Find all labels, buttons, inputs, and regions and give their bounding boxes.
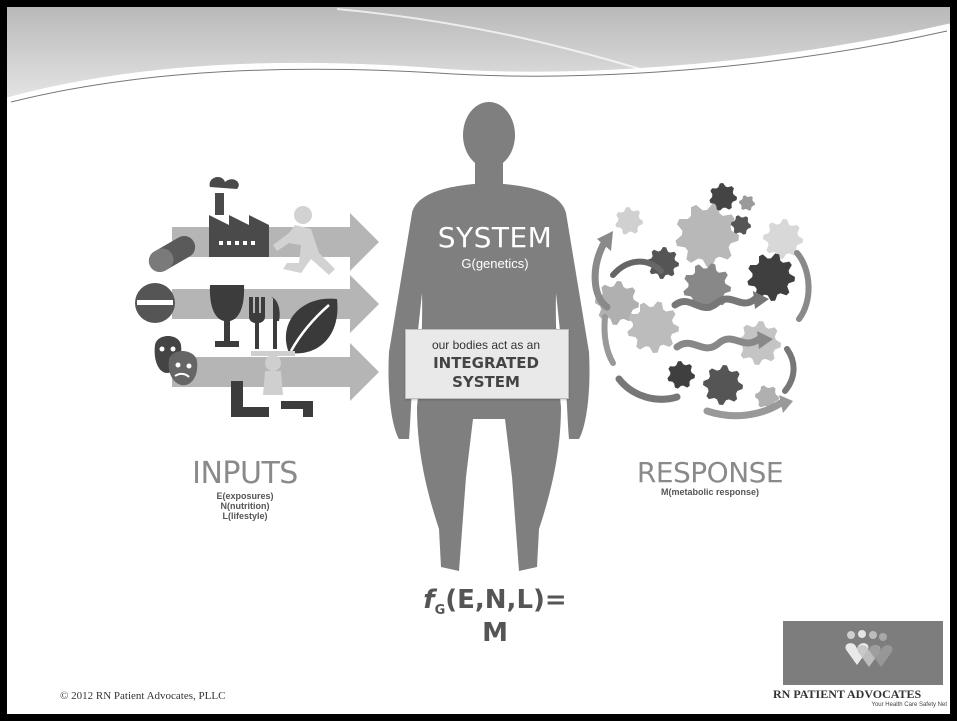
arrow-head-icon <box>757 331 773 349</box>
formula: fG(E,N,L)= M <box>415 585 575 648</box>
slide: SYSTEM G(genetics) our bodies act as an … <box>7 7 950 714</box>
copyright-text: © 2012 RN Patient Advocates, PLLC <box>60 690 226 702</box>
runner-icon <box>273 206 335 275</box>
arrow-head-icon <box>597 231 613 251</box>
weightlifter-icon <box>231 351 313 417</box>
gear-icon <box>755 385 779 409</box>
gear-icon <box>615 207 643 235</box>
gear-icon <box>595 281 639 325</box>
theater-masks-icon <box>154 336 198 386</box>
response-title: RESPONSE <box>636 456 784 489</box>
logo-background <box>783 621 943 685</box>
arrow-head-icon <box>779 395 793 413</box>
gear-icon <box>763 219 803 259</box>
cycle-arrow-icon <box>794 250 812 322</box>
system-subtitle: G(genetics) <box>461 256 529 271</box>
gear-icon <box>675 203 739 267</box>
header-swoosh <box>7 7 950 103</box>
input-arrow-top <box>172 213 379 271</box>
gear-icon <box>647 247 679 279</box>
wave-arrow-icon <box>671 295 759 311</box>
formula-subscript: G <box>434 603 446 619</box>
leaf-icon <box>285 298 338 354</box>
integrated-heading-line2: SYSTEM <box>452 373 520 391</box>
pill-icon <box>135 236 196 323</box>
wave-arrow-icon <box>673 335 763 352</box>
formula-function: f <box>423 585 435 615</box>
fork-knife-icon <box>249 297 280 349</box>
system-title: SYSTEM <box>437 221 553 254</box>
gear-icon <box>703 365 743 405</box>
wine-glass-icon <box>209 285 245 347</box>
inputs-title: INPUTS <box>192 456 298 491</box>
input-arrow-bottom <box>172 343 379 401</box>
cycle-arrow-icon <box>782 346 797 394</box>
hearts-icon <box>845 630 893 667</box>
integrated-system-box <box>405 329 569 399</box>
integrated-caption: our bodies act as an <box>431 338 541 352</box>
inputs-line-lifestyle: L(lifestyle) <box>222 511 268 521</box>
logo-tagline: Your Health Care Safety Net <box>871 702 948 708</box>
gear-icon <box>667 361 695 389</box>
inputs-line-nutrition: N(nutrition) <box>220 501 270 511</box>
response-cluster <box>591 183 812 420</box>
inputs-line-exposures: E(exposures) <box>216 491 274 501</box>
cycle-arrow-icon <box>615 375 681 403</box>
logo-name: RN PATIENT ADVOCATES <box>773 687 922 701</box>
response-subtitle: M(metabolic response) <box>660 487 760 497</box>
formula-body: (E,N,L)= M <box>445 585 567 649</box>
cycle-arrow-icon <box>703 399 785 420</box>
gear-icon <box>747 253 795 301</box>
integrated-heading-line1: INTEGRATED <box>433 354 539 372</box>
factory-icon <box>209 176 269 257</box>
cycle-arrow-icon <box>591 241 611 311</box>
gear-icon <box>627 301 679 353</box>
gear-icon <box>739 195 755 211</box>
arrow-head-icon <box>753 291 769 309</box>
gear-icon <box>709 183 737 211</box>
cycle-arrow-icon <box>610 258 664 278</box>
cycle-arrow-icon <box>601 314 616 366</box>
company-logo: RN PATIENT ADVOCATES Your Health Care Sa… <box>773 621 948 708</box>
gear-icon <box>731 215 751 235</box>
